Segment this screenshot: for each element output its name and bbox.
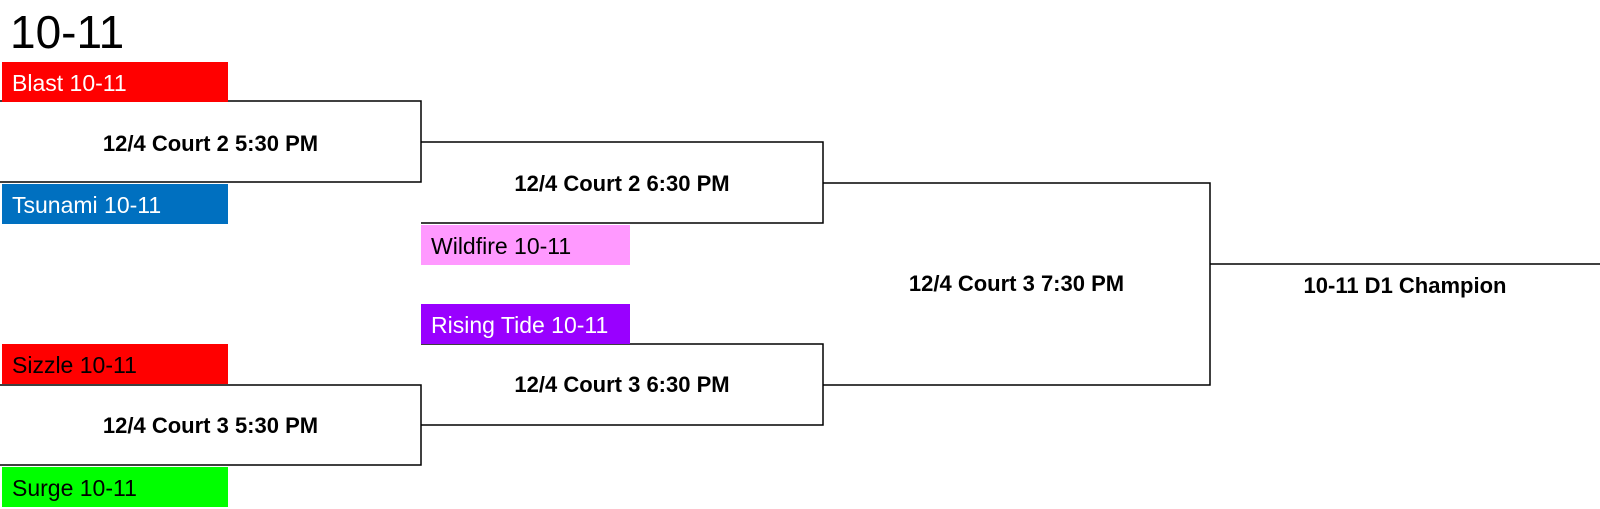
team-slot-sizzle: Sizzle 10-11 <box>2 344 228 384</box>
team-slot-blast: Blast 10-11 <box>2 62 228 102</box>
game-label-round1-top: 12/4 Court 2 5:30 PM <box>102 131 319 156</box>
connector-final <box>823 182 1211 386</box>
game-label-semi-bottom: 12/4 Court 3 6:30 PM <box>514 372 730 397</box>
game-label-semi-top: 12/4 Court 2 6:30 PM <box>514 171 730 196</box>
team-name: Tsunami 10-11 <box>12 192 162 218</box>
team-name: Wildfire 10-11 <box>431 233 572 259</box>
game-label-final: 12/4 Court 3 7:30 PM <box>908 271 1125 296</box>
team-name: Surge 10-11 <box>12 475 137 501</box>
game-label-round1-bottom: 12/4 Court 3 5:30 PM <box>102 413 319 438</box>
team-name: Blast 10-11 <box>12 70 127 96</box>
team-slot-wildfire: Wildfire 10-11 <box>421 225 630 265</box>
team-slot-tsunami: Tsunami 10-11 <box>2 184 228 224</box>
team-name: Sizzle 10-11 <box>12 352 137 378</box>
game-label-champion: 10-11 D1 Champion <box>1303 273 1507 298</box>
bracket-title: 10-11 <box>10 6 125 58</box>
team-slot-rising-tide: Rising Tide 10-11 <box>421 304 630 344</box>
team-slot-surge: Surge 10-11 <box>2 467 228 507</box>
team-name: Rising Tide 10-11 <box>431 312 609 338</box>
